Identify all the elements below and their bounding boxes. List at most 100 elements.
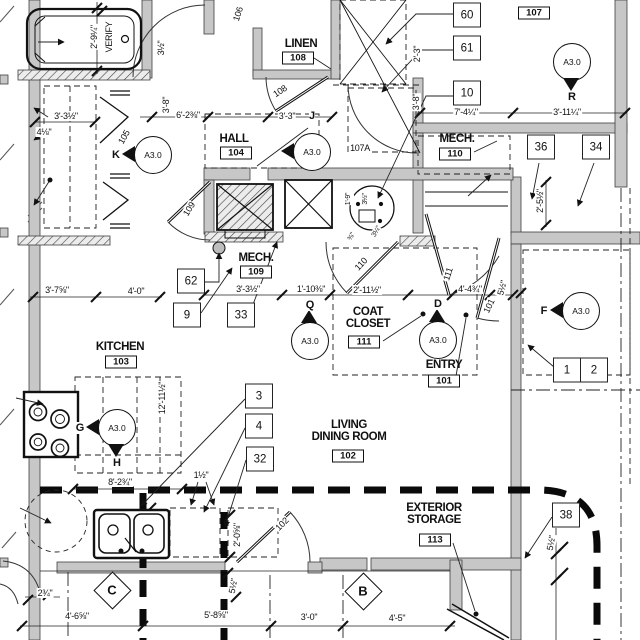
door-tag: 106	[230, 4, 246, 24]
dimension-text: 3¼"	[369, 224, 385, 240]
keynote-callout-61: 61	[453, 35, 481, 61]
dimension-text: 1'-9"	[344, 192, 354, 206]
room-label-mech-110: MECH.	[439, 133, 475, 145]
section-marker-letter: K	[112, 149, 120, 161]
dimension-text: 2'-9¼"	[89, 24, 99, 50]
bifold-doors	[99, 90, 130, 229]
dimension-text: 5½"	[494, 278, 510, 298]
room-number-coat-closet: 111	[348, 335, 380, 349]
leader-lines	[15, 13, 595, 617]
dimension-text: 7'-4¼"	[453, 107, 479, 117]
section-marker-circle: A3.0	[293, 133, 331, 171]
room-label-linen: LINEN	[284, 38, 318, 50]
section-marker-letter: R	[568, 91, 576, 103]
door-tag: 105	[115, 127, 133, 147]
dimension-text: 3'-3½"	[235, 284, 261, 294]
dimension-text: 6'-2⅜"	[175, 110, 201, 120]
dimension-text: 5'-8⅝"	[203, 610, 229, 620]
room-label-coat-closet: COAT CLOSET	[345, 306, 391, 330]
door-tag: 111	[440, 265, 456, 283]
dimension-text: 3'-0"	[299, 612, 319, 622]
dimension-text: 2'-3"	[412, 44, 422, 64]
fixtures	[22, 0, 510, 640]
dimension-text: 3'-3"	[277, 111, 297, 121]
dimension-text: 2¾"	[36, 588, 54, 598]
section-marker-arrow-top	[301, 310, 317, 323]
dimension-text: 3'-8"	[411, 92, 421, 112]
grid-diamond-label: B	[358, 583, 368, 599]
room-number-mech-109: 109	[240, 265, 272, 279]
section-marker-letter: Q	[305, 299, 315, 311]
keynote-callout-1: 1	[553, 357, 581, 383]
keynote-callout-10: 10	[453, 80, 481, 106]
section-marker-letter: D	[434, 298, 442, 310]
door-tag: 108	[270, 82, 290, 100]
section-marker-letter: J	[308, 110, 316, 122]
section-marker-letter: G	[75, 422, 85, 434]
section-marker-arrow-left	[122, 146, 135, 162]
dimension-text: 3'-8"	[161, 95, 171, 115]
section-marker-circle: A3.0	[553, 43, 591, 81]
dimension-text: 4'-0"	[126, 286, 146, 296]
section-marker-circle: A3.0	[419, 321, 457, 359]
section-marker-circle: A3.0	[291, 322, 329, 360]
keynote-callout-62: 62	[177, 268, 205, 294]
room-label-bedroom-1: BEDROOM #1	[495, 0, 567, 2]
room-label-hall: HALL	[219, 133, 249, 145]
dimension-text: 4'-5"	[387, 613, 407, 623]
door-tag: 101	[480, 296, 498, 316]
kitchen-sink	[92, 508, 171, 560]
dimension-text: 2'-0⅝"	[232, 522, 242, 548]
room-number-linen: 108	[282, 51, 314, 65]
dimension-text: 3½"	[156, 39, 166, 57]
section-marker-arrow-top	[429, 309, 445, 322]
section-marker-arrow-left	[86, 419, 99, 435]
room-number-kitchen: 103	[105, 355, 137, 369]
dimension-text: 5½"	[544, 533, 558, 553]
dimension-text: 4⅛"	[35, 127, 53, 137]
dimension-text: 1½"	[192, 470, 210, 480]
room-label-entry: ENTRY	[425, 359, 463, 371]
room-label-kitchen: KITCHEN	[95, 341, 145, 353]
keynote-callout-38: 38	[552, 502, 580, 528]
room-number-bedroom-1: 107	[518, 6, 550, 20]
dimension-text: 1'-10⅜"	[295, 284, 327, 294]
room-number-exterior-storage: 113	[419, 533, 451, 547]
dimension-text: VERIFY	[104, 20, 114, 54]
dimension-text: 12'-11½"	[157, 380, 167, 416]
dimension-text: 2'-11½"	[352, 285, 382, 295]
keynote-callout-3: 3	[245, 383, 273, 409]
keynote-callout-34: 34	[582, 134, 610, 160]
room-number-entry: 101	[428, 374, 460, 388]
section-marker-letter: F	[540, 305, 548, 317]
door-tag: 109	[180, 199, 198, 219]
section-marker-circle: A3.0	[134, 136, 172, 174]
dimension-text: 4'-4¾"	[457, 284, 483, 294]
dimension-text: 8'-2¾"	[107, 477, 133, 487]
section-marker-arrow-bottom	[563, 78, 579, 91]
room-label-living-dining: LIVING DINING ROOM	[311, 419, 387, 443]
room-number-living-dining: 102	[332, 449, 364, 463]
keynote-callout-60: 60	[453, 2, 481, 28]
section-marker-arrow-left	[550, 302, 563, 318]
section-marker-circle: A3.0	[98, 409, 136, 447]
room-number-hall: 104	[220, 146, 252, 160]
keynote-callout-2: 2	[580, 357, 608, 383]
keynote-callout-4: 4	[245, 413, 273, 439]
section-marker-arrow-bottom	[108, 444, 124, 457]
dimension-text: 3'-7⅝"	[44, 285, 70, 295]
door-tag: 102	[272, 514, 292, 534]
bathtub	[25, 7, 143, 71]
dimension-text: 3½"	[361, 193, 371, 205]
keynote-callout-32: 32	[246, 446, 274, 472]
door-swings	[0, 4, 501, 605]
dimension-text: 3'-3½"	[53, 111, 79, 121]
dimension-text: 107A	[349, 143, 371, 153]
grid-diamond-label: C	[107, 582, 117, 598]
dimension-text: 5½"	[226, 576, 240, 596]
room-label-exterior-storage: EXTERIOR STORAGE	[406, 502, 462, 526]
